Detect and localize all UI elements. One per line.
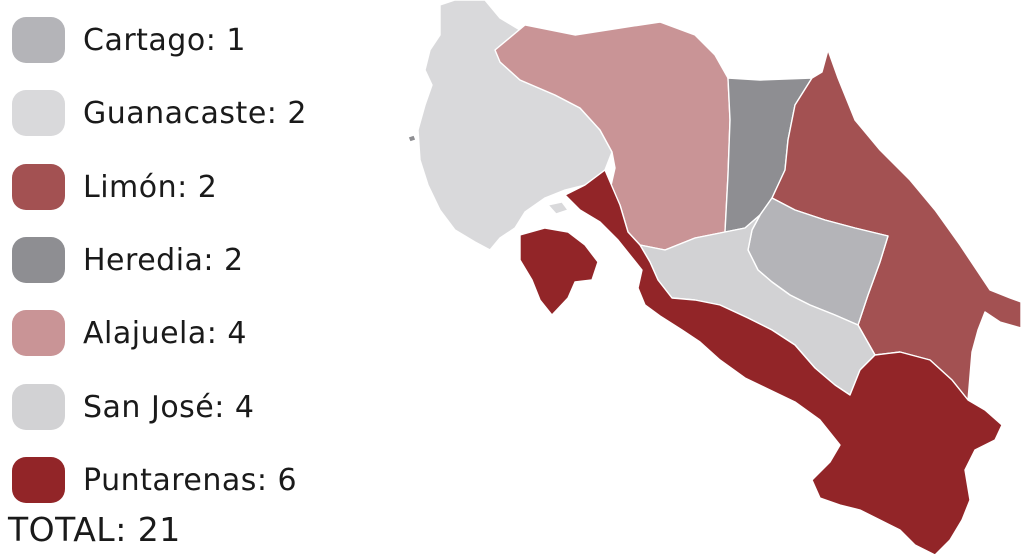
legend-item-cartago: Cartago: 1 bbox=[12, 10, 246, 70]
legend-label-limon: Limón: 2 bbox=[83, 169, 218, 205]
legend-swatch-alajuela bbox=[12, 310, 65, 356]
province-puntarenas-nicoya bbox=[519, 227, 599, 316]
legend-swatch-puntarenas bbox=[12, 457, 65, 503]
legend-item-heredia: Heredia: 2 bbox=[12, 230, 244, 290]
legend-item-limon: Limón: 2 bbox=[12, 157, 217, 217]
province-puntarenas bbox=[564, 169, 1003, 556]
legend-label-puntarenas: Puntarenas: 6 bbox=[83, 462, 298, 498]
legend-swatch-cartago bbox=[12, 17, 65, 63]
legend-label-guanacaste: Guanacaste: 2 bbox=[83, 95, 307, 131]
island-gulf bbox=[547, 201, 569, 215]
legend-item-san-jose: San José: 4 bbox=[12, 377, 255, 437]
legend-label-alajuela: Alajuela: 4 bbox=[83, 315, 247, 351]
legend-label-heredia: Heredia: 2 bbox=[83, 242, 244, 278]
total-count: TOTAL: 21 bbox=[8, 510, 181, 549]
island-west bbox=[407, 134, 417, 143]
legend-label-cartago: Cartago: 1 bbox=[83, 22, 246, 58]
legend-swatch-heredia bbox=[12, 237, 65, 283]
costa-rica-map bbox=[407, 0, 1021, 556]
legend-swatch-limon bbox=[12, 164, 65, 210]
legend-item-alajuela: Alajuela: 4 bbox=[12, 303, 247, 363]
legend-label-san-jose: San José: 4 bbox=[83, 389, 255, 425]
legend-item-guanacaste: Guanacaste: 2 bbox=[12, 83, 307, 143]
legend-item-puntarenas: Puntarenas: 6 bbox=[12, 450, 297, 510]
legend-swatch-guanacaste bbox=[12, 90, 65, 136]
legend-swatch-san-jose bbox=[12, 384, 65, 430]
